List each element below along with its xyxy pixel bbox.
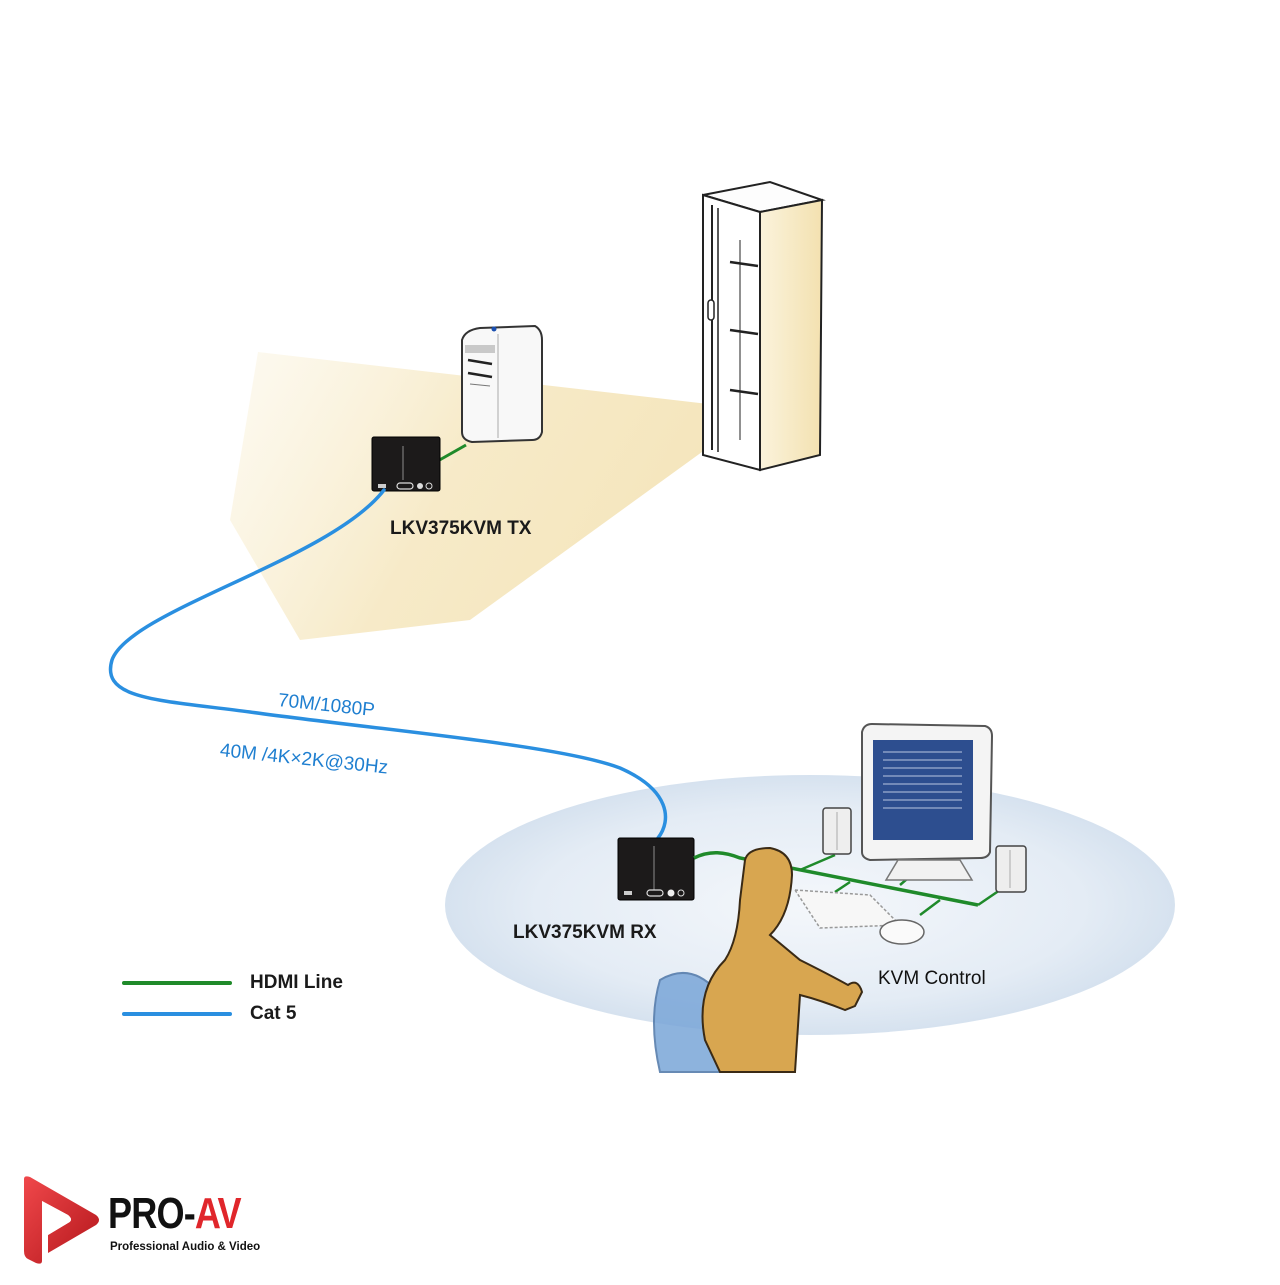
legend-swatch-cat5 <box>122 1012 232 1016</box>
hdmi-line-rx <box>693 851 979 907</box>
kvm-control-label: KVM Control <box>878 968 986 989</box>
logo-brand-pro: PRO- <box>108 1189 196 1238</box>
receiver-label: LKV375KVM RX <box>513 922 657 943</box>
logo-wordmark: PRO-AV <box>108 1189 242 1239</box>
legend-item-hdmi: HDMI Line <box>122 972 343 994</box>
transmitter-device <box>371 436 441 492</box>
logo-brand-av: AV <box>194 1189 242 1238</box>
hdmi-line-tx <box>435 443 467 464</box>
legend-swatch-hdmi <box>122 981 232 985</box>
logo-tagline: Professional Audio & Video <box>110 1241 261 1253</box>
tower-pc-icon <box>461 324 543 444</box>
monitor-icon <box>861 722 994 881</box>
legend-label-cat5: Cat 5 <box>250 1003 297 1024</box>
person-icon <box>701 846 864 1073</box>
legend-item-cat5: Cat 5 <box>122 1003 296 1025</box>
cat5-cable <box>108 488 668 840</box>
legend-label-hdmi: HDMI Line <box>250 972 343 993</box>
speaker-right-icon <box>995 845 1027 893</box>
mouse-icon <box>879 919 925 945</box>
transmitter-label: LKV375KVM TX <box>390 518 532 539</box>
logo-mark-icon <box>24 1176 99 1264</box>
receiver-device <box>617 837 695 901</box>
pro-av-logo: PRO-AV Professional Audio & Video <box>20 1175 320 1265</box>
light-beam <box>230 352 760 640</box>
speaker-left-icon <box>822 807 852 855</box>
server-rack-icon <box>702 180 826 472</box>
